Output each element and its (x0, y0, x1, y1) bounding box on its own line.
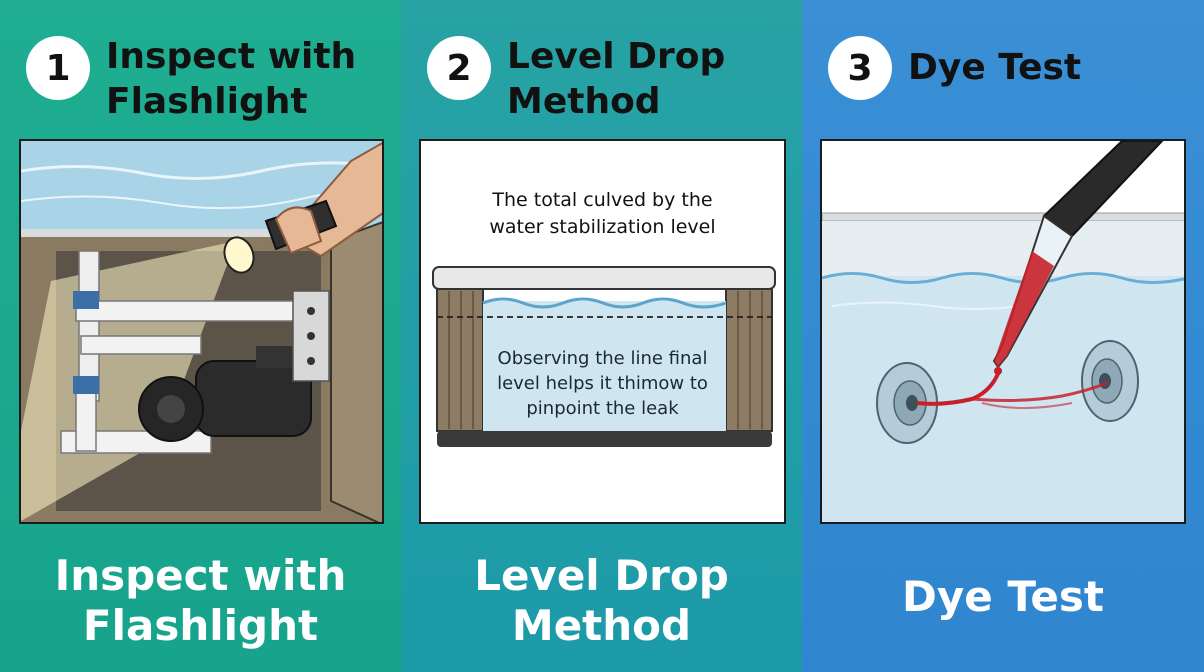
step-title: Dye Test (908, 47, 1082, 88)
step-caption: Inspect with Flashlight (0, 551, 401, 651)
step-title-line: Flashlight (106, 81, 308, 122)
diagram-text-line: The total culved by the (492, 189, 713, 211)
dye-test-illustration (822, 141, 1184, 522)
step-title-line: Inspect with (106, 36, 357, 77)
cabinet-door (330, 221, 382, 522)
step-panel-3: 3 Dye Test (802, 0, 1204, 672)
tub-level-diagram (432, 266, 776, 447)
diagram-text-line: Observing the line final (497, 348, 708, 369)
water-surface (822, 272, 1184, 284)
step-number-badge: 3 (828, 36, 892, 100)
step-panel-1: 1 Inspect with Flashlight (0, 0, 401, 672)
step-caption-line: Flashlight (82, 601, 319, 650)
step-title-line: Level Drop (507, 36, 726, 77)
step-number-badge: 1 (26, 36, 90, 100)
step-caption: Level Drop Method (401, 551, 802, 651)
step-number-badge: 2 (427, 36, 491, 100)
step-header-3: 3 Dye Test (828, 36, 1194, 100)
illustration-frame (820, 139, 1186, 524)
illustration-frame (19, 139, 384, 524)
diagram-text-line: pinpoint the leak (526, 398, 679, 419)
step-caption-line: Inspect with (54, 551, 347, 600)
step-caption: Dye Test (902, 572, 1104, 621)
step-title: Inspect with Flashlight (106, 34, 356, 124)
step-panel-2: 2 Level Drop Method The total cu (401, 0, 802, 672)
diagram-text-line: level helps it thimow to (497, 373, 708, 394)
diagram-top-text: The total culved by the water stabilizat… (421, 187, 784, 241)
flashlight-inspection-illustration (21, 141, 382, 522)
step-title: Level Drop Method (507, 34, 725, 124)
step-title-line: Method (507, 81, 661, 122)
tub-base (437, 431, 772, 447)
step-caption-line: Level Drop (474, 551, 729, 600)
step-caption-line: Method (511, 601, 692, 650)
illustration-frame: The total culved by the water stabilizat… (419, 139, 786, 524)
diagram-mid-text: Observing the line final level helps it … (481, 346, 724, 421)
tub-water (483, 301, 726, 431)
pipe (75, 300, 327, 322)
diagram-text-line: water stabilization level (489, 216, 716, 238)
step-header-2: 2 Level Drop Method (427, 36, 792, 124)
step-header-1: 1 Inspect with Flashlight (26, 36, 391, 124)
tub-rim (432, 266, 776, 290)
water-surface (482, 297, 727, 309)
